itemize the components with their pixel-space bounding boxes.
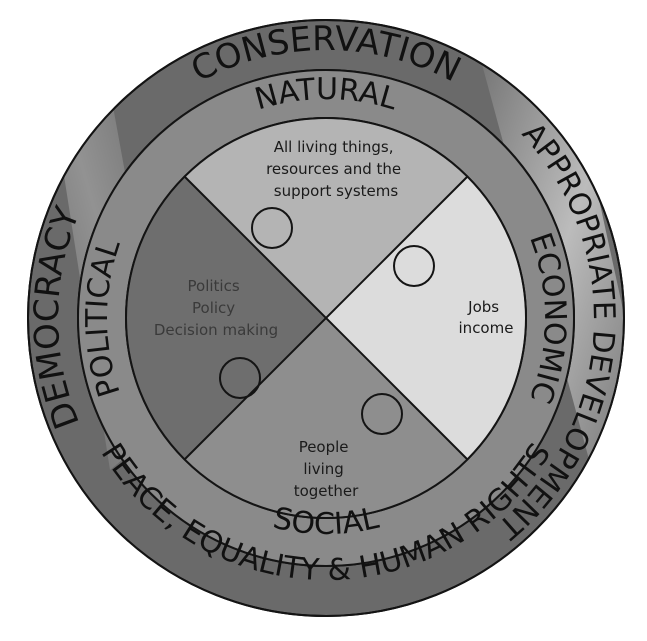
puzzle-tab-social	[361, 393, 403, 435]
political-line-3: Decision making	[154, 321, 278, 339]
puzzle-tab-economic	[393, 245, 435, 287]
natural-line-3: support systems	[274, 182, 399, 200]
middle-label-bottom: SOCIAL	[270, 501, 382, 542]
puzzle-quadrants	[126, 118, 526, 518]
economic-line-2: income	[459, 319, 514, 337]
quadrant-political	[126, 177, 326, 459]
natural-description: All living things, resources and the sup…	[266, 138, 406, 200]
social-line-2: living	[303, 460, 343, 478]
quadrant-social	[185, 318, 467, 518]
puzzle-tabs	[219, 207, 435, 435]
natural-line-1: All living things,	[274, 138, 394, 156]
quadrant-natural	[185, 118, 467, 318]
political-description: Politics Policy Decision making	[154, 277, 278, 339]
puzzle-tab-political	[219, 357, 261, 399]
political-line-1: Politics	[188, 277, 240, 295]
political-line-2: Policy	[192, 299, 235, 317]
outer-circle-edge	[27, 19, 625, 617]
inner-circle-edge	[125, 117, 527, 519]
economic-description: Jobs income	[459, 298, 514, 337]
social-line-1: People	[299, 438, 349, 456]
quadrant-economic	[326, 177, 526, 459]
divider-line-b	[184, 176, 468, 460]
economic-line-1: Jobs	[467, 298, 499, 316]
puzzle-tab-natural	[251, 207, 293, 249]
social-description: People living together	[294, 438, 359, 500]
social-line-3: together	[294, 482, 359, 500]
natural-line-2: resources and the	[266, 160, 401, 178]
